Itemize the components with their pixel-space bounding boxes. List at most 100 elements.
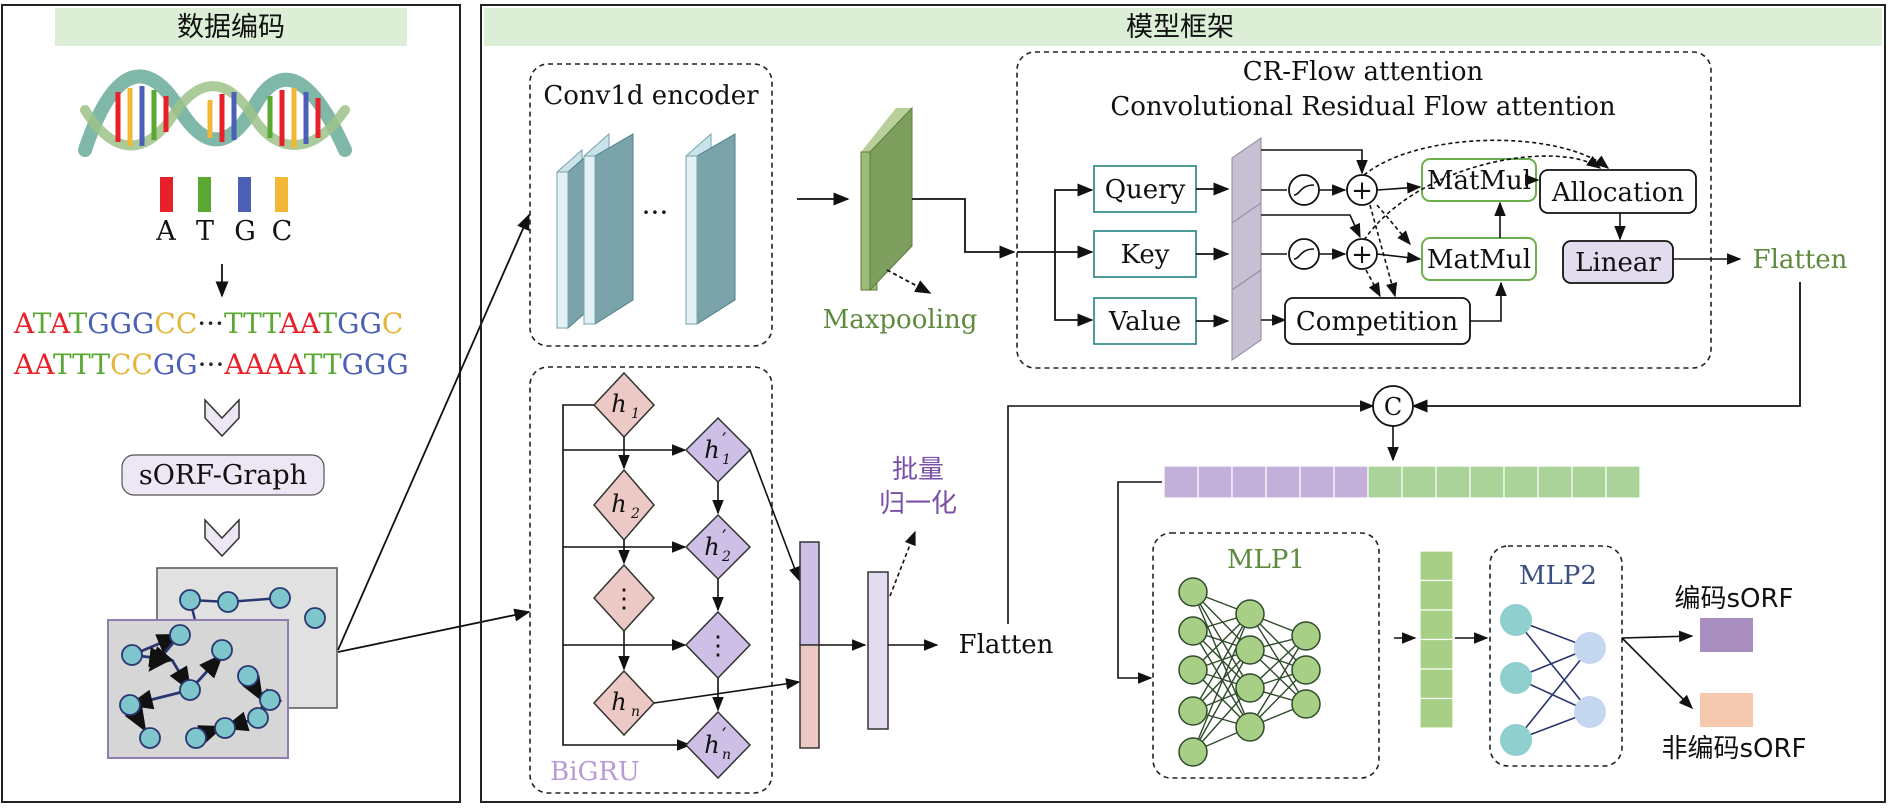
model-panel-header — [484, 8, 1882, 46]
mlp1-network — [1178, 577, 1321, 767]
matmul-label-2: MatMul — [1427, 245, 1531, 275]
maxpool-dashed-arrow — [886, 269, 932, 294]
mlp2-box — [1489, 545, 1623, 767]
hnp-sub: n — [722, 747, 731, 763]
matmul-label-1: MatMul — [1427, 166, 1531, 196]
base-g-label: G — [234, 216, 256, 247]
sequence-base: A — [13, 307, 35, 340]
sequence-base: A — [13, 348, 35, 381]
sequence-line-2: AATTTCCGG···AAAATTGGG — [13, 348, 409, 381]
conv-feature-maps: ··· — [556, 132, 736, 330]
sequence-base: T — [91, 348, 110, 381]
mlp1-edge — [1192, 649, 1251, 753]
output-coding-label: 编码sORF — [1674, 584, 1793, 614]
batchnorm-label-1: 批量 — [892, 455, 944, 485]
h-vdots: ⋮ — [611, 584, 637, 614]
sequence-base: ··· — [198, 348, 225, 381]
mlp1-output-vector — [1419, 550, 1454, 729]
key-label: Key — [1121, 240, 1170, 270]
mlp1-neuron — [1178, 655, 1208, 685]
mlp1-output-segment — [1419, 550, 1454, 582]
data-encoding-header — [55, 8, 407, 46]
sequence-base: A — [33, 348, 55, 381]
sorf-graph-visual — [107, 567, 338, 759]
sequence-base: G — [175, 348, 197, 381]
gru-forward-cells: h 1 h 2 ⋮ h n — [592, 371, 656, 737]
hidden-state-lower — [799, 644, 820, 749]
sequence-base: A — [223, 348, 245, 381]
data-encoding-panel: 数据编码 A — [1, 4, 461, 803]
concat-segment — [1605, 465, 1641, 499]
conv1d-encoder-title: Conv1d encoder — [543, 81, 759, 111]
linear-box — [1562, 240, 1674, 284]
sequence-base: C — [382, 307, 403, 340]
concat-segment — [1503, 465, 1539, 499]
sequence-base: G — [360, 307, 382, 340]
maxpool-feature-map — [860, 106, 913, 292]
sequence-base: T — [304, 348, 323, 381]
conv1d-encoder-box — [529, 63, 773, 347]
h1p-prime: ′ — [722, 428, 727, 452]
conv-ellipsis: ··· — [642, 196, 669, 229]
h2-label: h — [611, 490, 626, 518]
sequence-base: A — [244, 348, 266, 381]
model-panel: 模型框架 Conv1d encoder ··· — [480, 4, 1886, 803]
concat-segment — [1435, 465, 1471, 499]
concat-segment — [1163, 465, 1199, 499]
sequence-base: A — [284, 348, 306, 381]
sequence-base: G — [132, 307, 154, 340]
hnp-label: h — [704, 731, 719, 759]
concat-segment — [1367, 465, 1403, 499]
sequence-base: G — [337, 307, 359, 340]
base-c-bar — [275, 177, 288, 212]
mlp1-output-segment — [1419, 697, 1454, 729]
concat-vector — [1163, 465, 1641, 499]
base-a-label: A — [155, 216, 176, 247]
mlp1-neuron — [1291, 621, 1321, 651]
flatten-label-2: Flatten — [959, 630, 1054, 660]
sequence-base: C — [154, 307, 175, 340]
linear-label: Linear — [1575, 248, 1661, 278]
sequence-base: ··· — [197, 307, 224, 340]
hnp-prime: ′ — [722, 723, 727, 747]
base-t-bar — [198, 177, 211, 212]
maxpooling-label: Maxpooling — [823, 305, 978, 335]
h2-sub: 2 — [630, 506, 640, 522]
mlp1-neuron — [1178, 737, 1208, 767]
query-label: Query — [1105, 175, 1186, 205]
matmul-box-2 — [1421, 237, 1537, 281]
mlp1-output-segment — [1419, 609, 1454, 641]
pool-to-attention-arrow — [912, 198, 1016, 259]
attn-split-value — [1054, 252, 1094, 327]
batchnorm-bar — [867, 571, 889, 730]
base-t-label: T — [196, 216, 214, 247]
sequence-base: A — [279, 307, 301, 340]
plus-node-2-label: + — [1351, 240, 1373, 270]
flatten2-to-concat — [1007, 400, 1375, 624]
hn-sub: n — [631, 704, 640, 720]
sequence-base: T — [323, 348, 342, 381]
concat-segment — [1537, 465, 1573, 499]
sequence-base: G — [342, 348, 364, 381]
sequence-base: T — [262, 307, 281, 340]
cr-flow-subtitle: Convolutional Residual Flow attention — [1110, 92, 1616, 122]
sequence-base: G — [364, 348, 386, 381]
h2p-prime: ′ — [722, 525, 727, 549]
flatten-label-1: Flatten — [1753, 245, 1848, 275]
gru-backward-cells: h 1 ′ h 2 ′ ⋮ h n ′ — [684, 416, 752, 780]
concat-segment — [1469, 465, 1505, 499]
bigru-label: BiGRU — [550, 757, 640, 787]
mlp1-neuron — [1235, 599, 1265, 629]
sequence-base: T — [69, 307, 88, 340]
mlp1-edge — [1249, 613, 1307, 705]
graph-to-bigru-arrow — [337, 608, 531, 653]
concat-segment — [1333, 465, 1369, 499]
key-box — [1093, 230, 1197, 278]
concat-segment — [1299, 465, 1335, 499]
sequence-base: C — [110, 348, 131, 381]
sequence-base: A — [264, 348, 286, 381]
value-label: Value — [1108, 307, 1181, 337]
sequence-line-1: ATATGGGCC···TTTAATGGC — [13, 307, 403, 340]
base-c-label: C — [272, 216, 293, 247]
sequence-base: A — [49, 307, 71, 340]
